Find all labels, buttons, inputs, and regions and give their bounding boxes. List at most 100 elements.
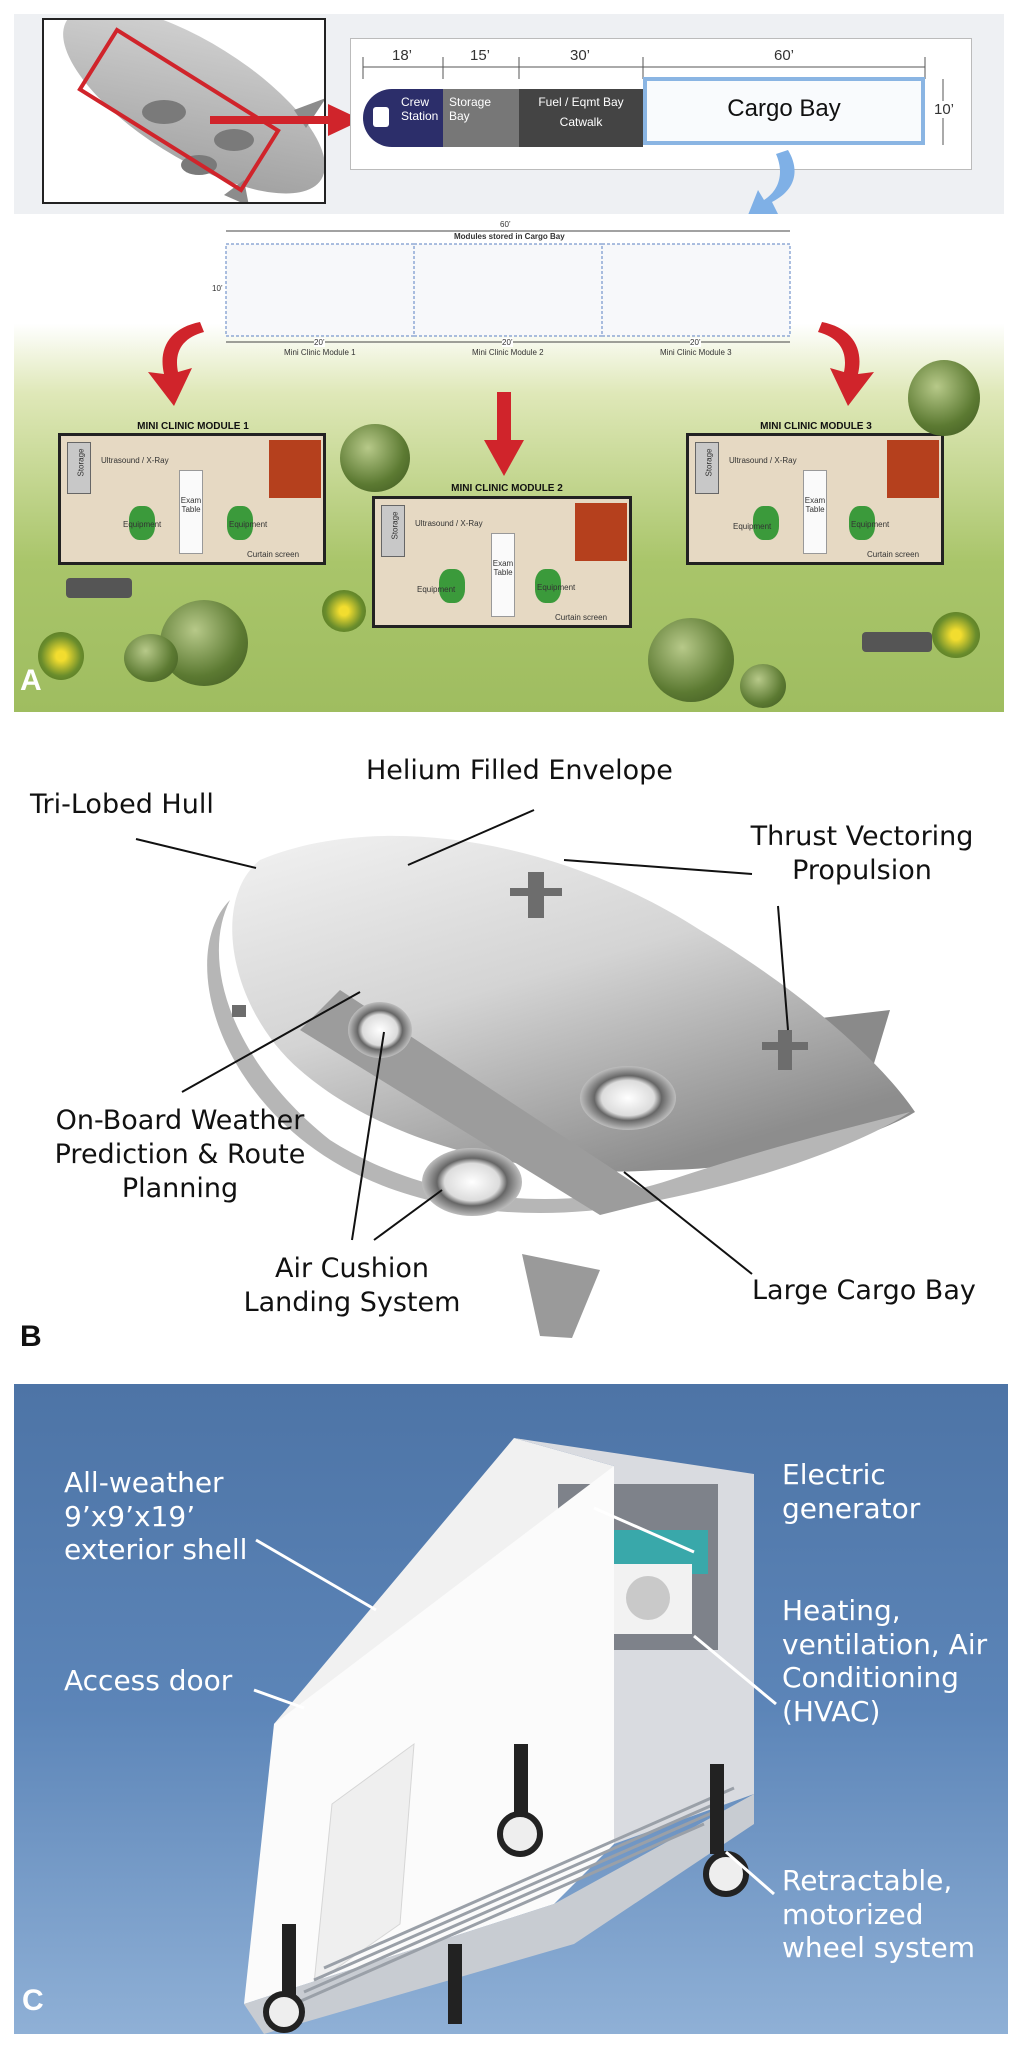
strip-module-name-3: Mini Clinic Module 3 (660, 348, 732, 357)
flowers-1 (322, 590, 366, 632)
blue-curved-arrow (746, 150, 795, 220)
crew-station-door-icon (373, 107, 389, 127)
bench-right (862, 632, 932, 652)
module-3-equipment-right (849, 506, 875, 540)
label-large-cargo-bay: Large Cargo Bay (752, 1275, 976, 1306)
label-wheels-line-2: motorized (782, 1897, 924, 1931)
bay-layout-schematic: 18’ 15’ 30’ 60’ 10’ Crew Station Storage… (350, 38, 972, 170)
label-hvac-line-3: Conditioning (782, 1661, 959, 1695)
inset-cargo-highlight (77, 27, 281, 193)
label-hvac-line-1: Heating, (782, 1594, 901, 1627)
module-1-floorplan: Storage Ultrasound / X-Ray Exam Table Eq… (58, 433, 326, 565)
label-shell-line-2: 9’x9’x19’ (64, 1499, 196, 1533)
label-hvac: Heating, ventilation, Air Conditioning (… (782, 1594, 987, 1728)
label-hvac-line-4: (HVAC) (782, 1694, 881, 1728)
propulsor-right (762, 1030, 808, 1070)
panel-c-leader-lines (253, 1506, 777, 1896)
airship-inset-thumbnail (42, 18, 326, 204)
label-generator-line-1: Electric (782, 1458, 886, 1491)
strip-width-1: 20’ (314, 338, 325, 347)
module-3-exam-label: Exam Table (804, 496, 826, 514)
air-cushion-2 (580, 1066, 676, 1130)
storage-bay-label: Storage Bay (449, 95, 492, 123)
label-wheel-system: Retractable, motorized wheel system (782, 1864, 975, 1965)
bush-2 (908, 360, 980, 436)
bench-left (66, 578, 132, 598)
crew-station-segment: Crew Station (363, 89, 443, 147)
label-hvac-line-2: ventilation, Air (782, 1627, 988, 1661)
red-arrow-right (818, 322, 874, 406)
airship-drawing (135, 809, 915, 1338)
modules-stored-strip: 60’ Modules stored in Cargo Bay 10’ 20’ … (212, 220, 794, 357)
label-air-cushion-line-2: Landing System (243, 1286, 461, 1318)
module-3-equip-left-label: Equipment (733, 522, 772, 531)
module-1-storage-label: Storage (76, 448, 86, 477)
module-1-exam-table (179, 470, 203, 554)
inset-hull (63, 20, 324, 194)
module-3-desk (887, 440, 939, 498)
module-1-title: MINI CLINIC MODULE 1 (137, 421, 249, 432)
strip-width-3: 20’ (690, 338, 701, 347)
label-access-door: Access door (64, 1664, 233, 1697)
wheel-rear-right (448, 1944, 462, 2024)
dim-crew-station: 18’ (389, 47, 416, 64)
module-2-storage-label: Storage (390, 511, 400, 540)
propulsor-top (510, 872, 562, 918)
fuel-bay-label: Fuel / Eqmt Bay (538, 95, 624, 109)
red-arrow-inset-to-schematic (210, 104, 362, 136)
label-helium-envelope: Helium Filled Envelope (366, 755, 673, 786)
dim-cargo-bay: 60’ (771, 47, 798, 64)
bush-1 (340, 424, 410, 492)
module-2-floorplan: Storage Ultrasound / X-Ray Exam Table Eq… (372, 496, 632, 628)
module-1-ultrasound-label: Ultrasound / X-Ray (101, 456, 169, 465)
module-3-exam-table (803, 470, 827, 554)
module-2-equipment-left (439, 569, 465, 603)
module-2-ultrasound-label: Ultrasound / X-Ray (415, 519, 483, 528)
dim-fuel-bay: 30’ (567, 47, 594, 64)
module-2-equipment-right (535, 569, 561, 603)
label-exterior-shell: All-weather 9’x9’x19’ exterior shell (64, 1466, 247, 1567)
fuel-bay-segment: Fuel / Eqmt Bay Catwalk (519, 89, 643, 147)
access-door (313, 1742, 415, 1986)
module-2-exam-label: Exam Table (492, 559, 514, 577)
module-3-equipment-left (753, 506, 779, 540)
airship-inset-drawing (63, 20, 324, 202)
panel-a-letter: A (20, 664, 42, 697)
label-air-cushion-line-1: Air Cushion (275, 1253, 429, 1284)
label-wheels-line-3: wheel system (782, 1931, 976, 1965)
strip-width-2: 20’ (502, 338, 513, 347)
panel-c-letter: C (22, 1984, 44, 2017)
module-2-title: MINI CLINIC MODULE 2 (451, 483, 563, 494)
module-2-desk (575, 503, 627, 561)
flowers-3 (932, 612, 980, 658)
label-shell-line-1: All-weather (64, 1466, 224, 1499)
module-3-floorplan: Storage Ultrasound / X-Ray Exam Table Eq… (686, 433, 944, 565)
wheel-front-left (497, 1744, 543, 1857)
module-drawing (244, 1438, 777, 2034)
wheel-front-right (703, 1764, 749, 1897)
label-thrust-line-1: Thrust Vectoring (750, 821, 974, 852)
label-electric-generator: Electric generator (782, 1458, 920, 1525)
strip-height-dim: 10’ (212, 284, 223, 293)
propulsor-left (232, 1005, 246, 1017)
module-1-desk (269, 440, 321, 498)
module-underside (244, 1794, 754, 2034)
module-3-curtain-label: Curtain screen (867, 550, 920, 559)
module-2-equip-right-label: Equipment (537, 583, 576, 592)
label-weather-line-1: On-Board Weather (55, 1105, 305, 1136)
module-1-equipment-left (129, 506, 155, 540)
label-shell-line-3: exterior shell (64, 1533, 248, 1567)
air-cushion-1 (348, 1002, 412, 1058)
module-2-equip-left-label: Equipment (417, 585, 456, 594)
label-weather-line-2: Prediction & Route (54, 1138, 306, 1170)
strip-lines (225, 230, 791, 343)
label-wheels-line-1: Retractable, (782, 1864, 953, 1897)
bush-6 (740, 664, 786, 708)
cargo-bay-label: Cargo Bay (727, 95, 841, 122)
module-1-equip-left-label: Equipment (123, 520, 162, 529)
inset-cushion-1 (142, 100, 186, 124)
label-air-cushion: Air Cushion Landing System (230, 1252, 474, 1320)
module-3-title: MINI CLINIC MODULE 3 (760, 421, 872, 432)
label-thrust-line-2: Propulsion (792, 854, 932, 886)
label-weather-prediction: On-Board Weather Prediction & Route Plan… (30, 1104, 330, 1205)
